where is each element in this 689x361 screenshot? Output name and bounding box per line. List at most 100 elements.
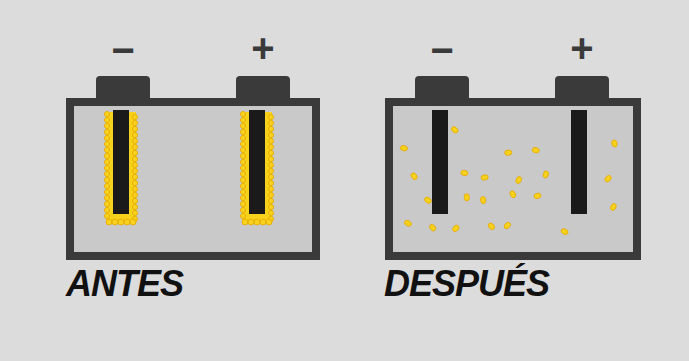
- battery-before: [70, 76, 316, 256]
- sulfate-crystals: [104, 111, 273, 225]
- crystal: [515, 176, 523, 185]
- crystal: [240, 111, 245, 116]
- crystal: [268, 162, 273, 167]
- crystal: [104, 201, 109, 206]
- crystal: [104, 177, 109, 182]
- crystal: [248, 219, 254, 225]
- crystal: [450, 125, 459, 134]
- terminal-sign: −: [430, 30, 453, 70]
- crystal: [487, 222, 496, 231]
- crystal: [428, 223, 437, 232]
- electrode-positive: [249, 110, 265, 214]
- crystal: [132, 126, 137, 131]
- crystal: [104, 153, 109, 158]
- crystal: [240, 183, 245, 188]
- electrode-negative: [113, 110, 129, 214]
- crystal: [404, 219, 413, 227]
- electrode-positive: [571, 110, 587, 214]
- crystal: [104, 195, 109, 200]
- crystal: [132, 168, 137, 173]
- crystal: [240, 213, 245, 218]
- crystal: [132, 198, 137, 203]
- crystal: [268, 192, 273, 197]
- crystal: [542, 170, 549, 178]
- terminal-sign: +: [570, 28, 593, 68]
- crystal: [560, 228, 569, 236]
- crystal: [240, 165, 245, 170]
- crystal: [268, 204, 273, 209]
- crystal: [132, 156, 137, 161]
- crystal: [132, 120, 137, 125]
- crystal: [132, 180, 137, 185]
- crystal: [609, 203, 617, 212]
- crystal: [104, 147, 109, 152]
- crystal: [104, 171, 109, 176]
- crystal: [240, 177, 245, 182]
- crystal: [132, 186, 137, 191]
- crystal: [104, 213, 109, 218]
- battery-case: [70, 102, 316, 256]
- crystal: [481, 174, 489, 180]
- crystal: [268, 114, 273, 119]
- crystal: [104, 135, 109, 140]
- crystal: [112, 219, 118, 225]
- crystal: [104, 183, 109, 188]
- crystal: [132, 162, 137, 167]
- crystal: [130, 219, 136, 225]
- crystal: [268, 138, 273, 143]
- crystal: [104, 141, 109, 146]
- crystal: [104, 129, 109, 134]
- crystal: [268, 186, 273, 191]
- crystal: [104, 159, 109, 164]
- crystal: [268, 150, 273, 155]
- crystal: [124, 219, 130, 225]
- crystal: [104, 189, 109, 194]
- crystal: [268, 210, 273, 215]
- crystal: [240, 195, 245, 200]
- crystal: [268, 168, 273, 173]
- crystal: [268, 156, 273, 161]
- crystal: [240, 117, 245, 122]
- crystal: [106, 219, 112, 225]
- crystal: [464, 194, 470, 202]
- crystal: [104, 117, 109, 122]
- crystal: [118, 219, 124, 225]
- battery-after: [389, 76, 637, 256]
- crystal: [451, 224, 460, 233]
- crystal: [240, 129, 245, 134]
- crystal: [268, 198, 273, 203]
- crystal: [268, 180, 273, 185]
- state-label: DESPUÉS: [384, 266, 549, 302]
- crystal: [240, 207, 245, 212]
- crystal: [240, 123, 245, 128]
- crystal: [532, 147, 540, 154]
- crystal: [132, 144, 137, 149]
- dissolved-crystals: [400, 125, 618, 235]
- state-label: ANTES: [66, 266, 183, 302]
- electrode-negative: [432, 110, 448, 214]
- crystal: [268, 120, 273, 125]
- crystal: [104, 165, 109, 170]
- crystal: [240, 135, 245, 140]
- crystal: [132, 174, 137, 179]
- crystal: [400, 145, 408, 152]
- crystal: [268, 132, 273, 137]
- crystal: [240, 201, 245, 206]
- crystal: [240, 189, 245, 194]
- terminal-sign: −: [111, 30, 134, 70]
- crystal: [132, 204, 137, 209]
- crystal: [410, 172, 419, 181]
- crystal: [240, 141, 245, 146]
- crystal: [132, 150, 137, 155]
- crystal: [104, 123, 109, 128]
- crystal: [240, 147, 245, 152]
- crystal: [504, 150, 512, 156]
- crystal: [242, 219, 248, 225]
- crystal: [533, 192, 542, 199]
- crystal: [104, 207, 109, 212]
- terminal-sign: +: [251, 28, 274, 68]
- crystal: [132, 192, 137, 197]
- crystal: [132, 210, 137, 215]
- crystal: [604, 174, 613, 183]
